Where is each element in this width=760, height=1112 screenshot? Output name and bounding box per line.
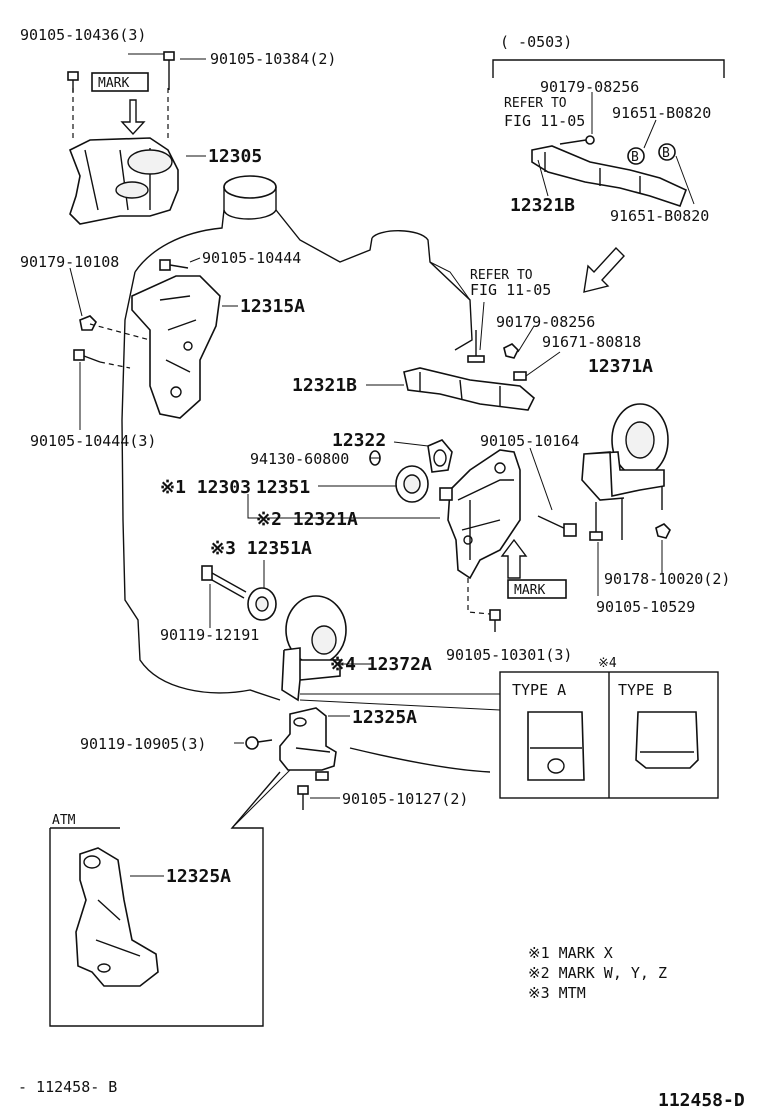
footer-right-code: 112458-D xyxy=(658,1090,745,1111)
part-90119-12191: 90119-12191 xyxy=(160,626,259,644)
part-90179-08256-lower: 90179-08256 xyxy=(496,313,595,331)
type-b-shape xyxy=(635,711,699,769)
bolt-90105-10127-icon xyxy=(297,785,309,810)
part-90105-10444-3: 90105-10444(3) xyxy=(30,432,156,450)
engine-mount-12305-part xyxy=(68,88,179,225)
part-12371A: 12371A xyxy=(588,356,653,377)
footer-left-code: - 112458- B xyxy=(18,1078,117,1096)
bolt-90105-10529-icon xyxy=(589,502,603,541)
bracket-12321A-part xyxy=(439,449,521,580)
part-90119-10905: 90119-10905(3) xyxy=(80,735,206,753)
bolt-90119-10905-icon xyxy=(245,736,273,750)
bolt-90119-12191-part xyxy=(201,565,247,599)
bushing-12351-part xyxy=(395,465,429,503)
mark-top-label: MARK xyxy=(98,76,129,91)
part-90178-10020: 90178-10020(2) xyxy=(604,570,730,588)
bolt-90105-10444-icon xyxy=(159,259,189,271)
atm-inset: ATM 12325A xyxy=(49,769,291,1027)
bracket-12321B-lower-part xyxy=(403,330,535,411)
part-90105-10301: 90105-10301(3) xyxy=(446,646,572,664)
refer-to-lower: REFER TO xyxy=(470,268,533,283)
range-label: ( -0503) xyxy=(500,33,572,51)
type-a-label: TYPE A xyxy=(512,681,566,699)
callout-b-2: B xyxy=(662,146,670,161)
callout-b-1: B xyxy=(631,150,639,165)
direction-arrow-icon xyxy=(583,246,625,293)
part-91651-B0820-upper: 91651-B0820 xyxy=(612,104,711,122)
part-91651-B0820-lower: 91651-B0820 xyxy=(610,207,709,225)
mark-mid-label: MARK xyxy=(514,583,545,598)
part-94130-60800: 94130-60800 xyxy=(250,450,349,468)
part-12315A: 12315A xyxy=(240,296,305,317)
part-90179-10108: 90179-10108 xyxy=(20,253,119,271)
bolt-90105-10301-icon xyxy=(489,609,501,632)
part-12351: 12351 xyxy=(256,477,310,498)
fig-ref-lower: FIG 11-05 xyxy=(470,281,551,299)
atm-label: ATM xyxy=(52,813,76,828)
part-90105-10529: 90105-10529 xyxy=(596,598,695,616)
mount-12372A-part xyxy=(281,595,347,702)
note4-ref: ※4 xyxy=(598,656,617,671)
note-3: ※3 MTM xyxy=(528,984,586,1002)
part-12305: 12305 xyxy=(208,146,262,167)
note-1: ※1 MARK X xyxy=(528,944,613,962)
mark-box-mid: MARK xyxy=(507,579,567,599)
bushing-12322-part xyxy=(427,439,453,473)
engine-outline xyxy=(121,175,491,773)
part-12321B-lower: 12321B xyxy=(292,375,357,396)
bracket-12321B-upper-part: B B xyxy=(531,135,688,208)
refer-to-upper: REFER TO xyxy=(504,96,567,111)
part-12325A: 12325A xyxy=(352,707,417,728)
bolt-90105-10444-3-icon xyxy=(73,349,101,363)
bolt-90105-10436-icon xyxy=(67,71,79,92)
bracket-12315A-part xyxy=(131,275,221,419)
bushing-12351A-part xyxy=(247,587,277,621)
bolt-90105-10164-icon xyxy=(537,515,577,537)
part-90105-10127: 90105-10127(2) xyxy=(342,790,468,808)
part-12351A: ※3 12351A xyxy=(210,538,312,559)
part-12372A: ※4 12372A xyxy=(330,654,432,675)
mount-12371A-part xyxy=(581,403,669,540)
part-12321B-upper: 12321B xyxy=(510,195,575,216)
mark-box-top: MARK xyxy=(91,72,149,92)
part-12303: ※1 12303 xyxy=(160,477,251,498)
part-90105-10436: 90105-10436(3) xyxy=(20,26,146,44)
part-90105-10384: 90105-10384(2) xyxy=(210,50,336,68)
type-a-shape xyxy=(527,711,585,781)
part-90179-08256-upper: 90179-08256 xyxy=(540,78,639,96)
mark-arrow-mid-icon xyxy=(500,538,528,579)
fig-ref-upper: FIG 11-05 xyxy=(504,112,585,130)
type-b-label: TYPE B xyxy=(618,681,672,699)
part-91671-80818: 91671-80818 xyxy=(542,333,641,351)
bolt-90105-10384-icon xyxy=(163,51,175,90)
part-90105-10164: 90105-10164 xyxy=(480,432,579,450)
type-table: TYPE A TYPE B xyxy=(499,671,719,799)
part-12321A: ※2 12321A xyxy=(256,509,358,530)
bracket-12325A-part xyxy=(279,707,337,781)
part-90105-10444: 90105-10444 xyxy=(202,249,301,267)
part-12325A-atm: 12325A xyxy=(166,866,231,887)
note-2: ※2 MARK W, Y, Z xyxy=(528,964,667,982)
nut-90178-10020-icon xyxy=(655,523,671,539)
variant-range-bracket: ( -0503) xyxy=(492,33,725,78)
nut-90179-10108-icon xyxy=(79,315,97,331)
part-12322: 12322 xyxy=(332,430,386,451)
